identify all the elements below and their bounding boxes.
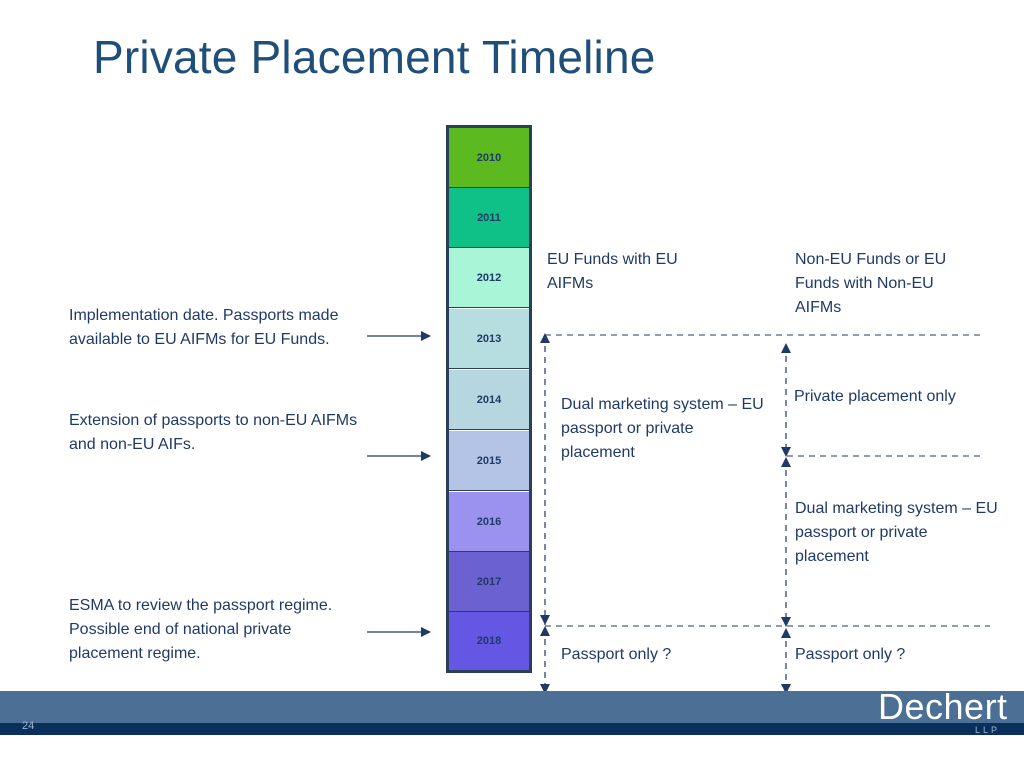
year-timeline: 2010 2011 2012 2013 2014 2015 2016 2017 …: [446, 125, 532, 673]
footer-line: [0, 723, 1024, 735]
year-2013-cell: 2013: [449, 309, 529, 369]
eu-passport-only-text: Passport only ?: [561, 646, 672, 663]
year-2010-cell: 2010: [449, 128, 529, 188]
year-2017-cell: 2017: [449, 552, 529, 612]
year-2011-cell: 2011: [449, 188, 529, 248]
year-2018-cell: 2018: [449, 612, 529, 670]
page-number: 24: [22, 720, 35, 732]
non-eu-column-header: Non-EU Funds or EU Funds with Non-EU AIF…: [795, 251, 947, 316]
dechert-logo: Dechert: [878, 686, 1008, 727]
implementation-note: Implementation date. Passports made avai…: [69, 307, 339, 348]
esma-note: ESMA to review the passport regime. Poss…: [69, 597, 333, 662]
slide-title: Private Placement Timeline: [93, 31, 656, 83]
non-eu-passport-only-text: Passport only ?: [795, 646, 906, 663]
extension-note: Extension of passports to non-EU AIFMs a…: [69, 412, 358, 453]
year-2012-cell: 2012: [449, 248, 529, 308]
non-eu-dual-marketing-text: Dual marketing system – EU passport or p…: [795, 500, 998, 565]
dechert-logo-llp: LLP: [975, 725, 1001, 735]
eu-dual-marketing-text: Dual marketing system – EU passport or p…: [561, 396, 764, 461]
year-2016-cell: 2016: [449, 492, 529, 552]
footer-bar: [0, 691, 1024, 723]
year-2015-cell: 2015: [449, 431, 529, 491]
year-2014-cell: 2014: [449, 370, 529, 430]
non-eu-private-placement-text: Private placement only: [794, 388, 956, 405]
eu-column-header: EU Funds with EU AIFMs: [547, 251, 678, 292]
